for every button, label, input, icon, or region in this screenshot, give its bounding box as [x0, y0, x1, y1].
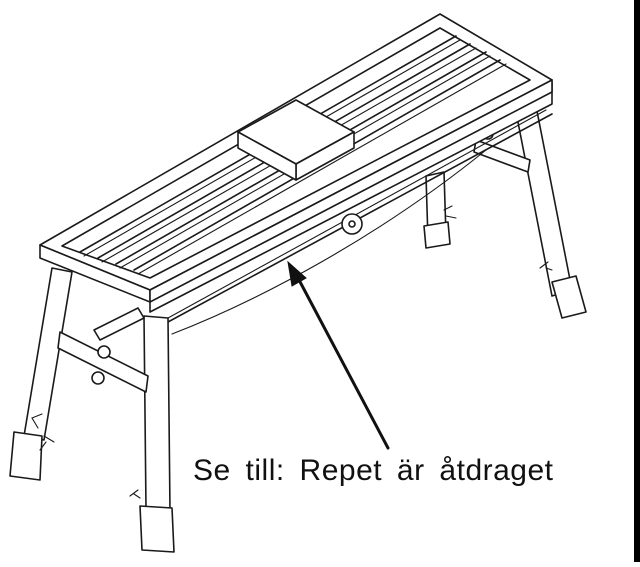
arrow-icon [287, 260, 390, 450]
front-cross-brace [57, 307, 149, 393]
platform-deck [39, 13, 553, 303]
back-right-leg [515, 105, 587, 319]
back-left-leg [423, 171, 457, 249]
front-right-leg [129, 315, 175, 553]
caption-text: Se till: Repet är åtdraget [193, 454, 554, 487]
rope [171, 149, 487, 335]
right-edge-bar [634, 0, 640, 562]
front-left-leg [9, 267, 73, 481]
